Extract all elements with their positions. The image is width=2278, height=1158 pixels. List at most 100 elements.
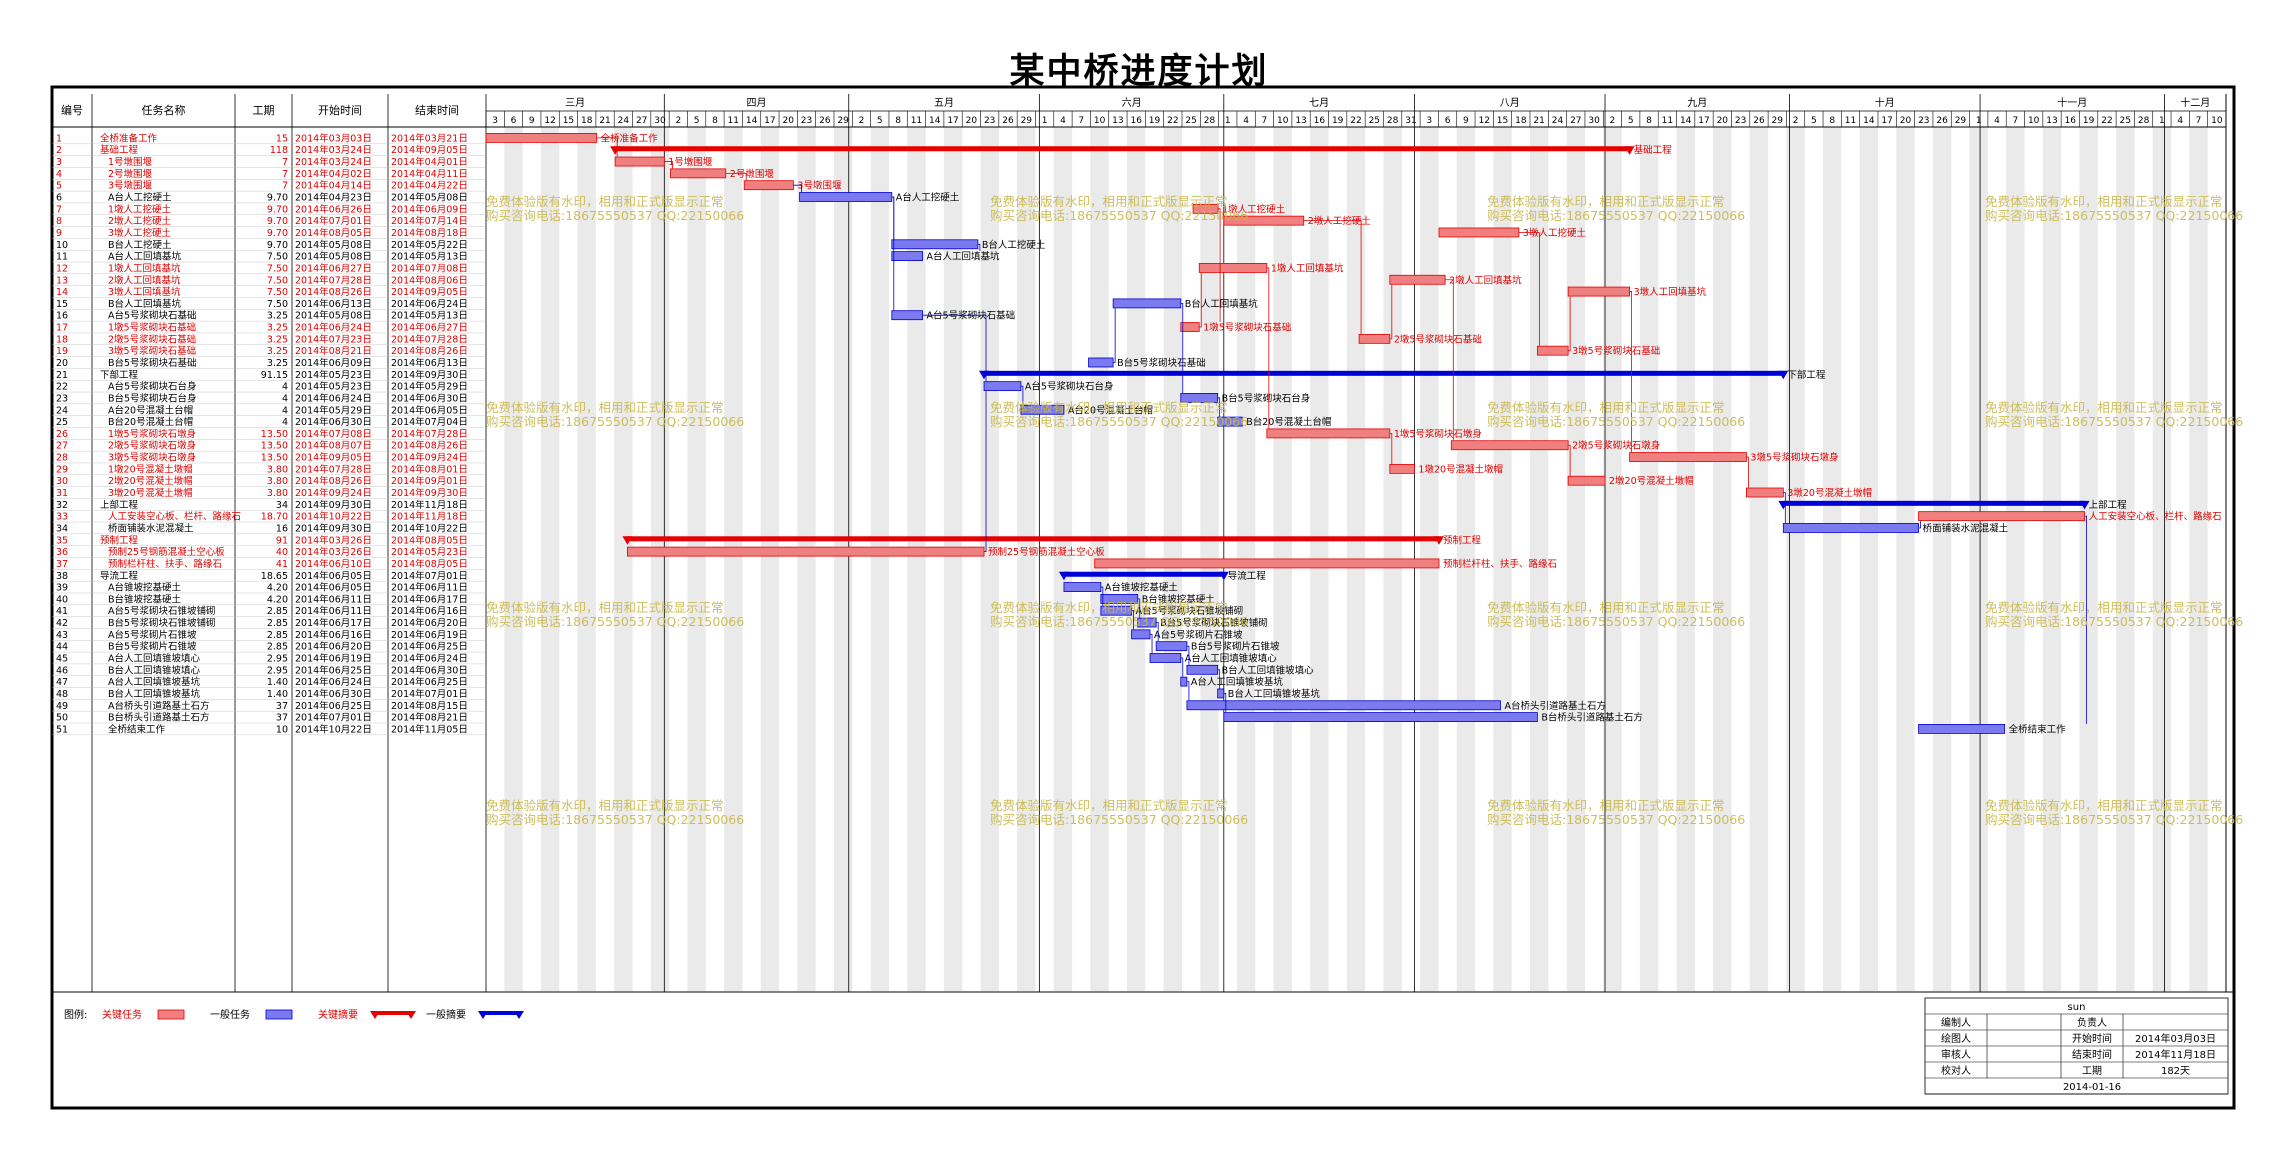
watermark-text: 免费体验版有水印，相用和正式版显示正常 — [1985, 600, 2223, 615]
grid-band — [797, 127, 816, 991]
task-duration: 13.50 — [261, 441, 288, 452]
task-bar — [983, 381, 1022, 392]
day-tick-label: 8 — [895, 116, 901, 126]
info-box-header: sun — [2068, 1002, 2086, 1013]
task-start: 2014年07月01日 — [295, 712, 372, 724]
task-bar — [627, 546, 985, 557]
task-id: 34 — [56, 523, 68, 534]
task-name: 1墩5号浆砌块石墩身 — [108, 428, 196, 440]
task-bar-label: B台锥坡挖基硬土 — [1142, 593, 1216, 605]
task-start: 2014年06月17日 — [295, 617, 372, 629]
task-id: 43 — [56, 630, 68, 641]
day-tick-label: 4 — [1243, 116, 1249, 126]
watermark-text: 购买咨询电话:18675550537 QQ:22150066 — [486, 208, 744, 223]
month-label: 四月 — [747, 97, 767, 109]
day-tick-label: 11 — [1662, 116, 1673, 126]
day-tick-label: 1 — [1225, 116, 1231, 126]
dependency-line — [984, 391, 987, 553]
task-start: 2014年09月30日 — [295, 522, 372, 534]
task-bar — [1266, 428, 1391, 439]
task-bar-label: A台人工回填基坑 — [927, 251, 1000, 263]
task-end: 2014年06月13日 — [391, 357, 468, 369]
task-start: 2014年07月28日 — [295, 463, 372, 475]
task-end: 2014年06月27日 — [391, 322, 468, 334]
task-bar-label: 下部工程 — [1787, 369, 1826, 381]
day-tick-label: 16 — [1314, 116, 1326, 126]
task-bar-label: B台5号浆砌块石锥坡铺砌 — [1160, 617, 1268, 629]
task-bar — [1438, 227, 1520, 238]
task-name: 3墩5号浆砌块石基础 — [108, 345, 196, 357]
task-bar-label: 1墩5号浆砌块石墩身 — [1394, 428, 1482, 440]
task-name: 3墩5号浆砌块石墩身 — [108, 452, 196, 464]
task-name: A台人工回填锥坡基坑 — [108, 676, 200, 688]
day-tick-label: 13 — [1112, 116, 1123, 126]
task-id: 24 — [56, 405, 68, 416]
task-duration: 1.40 — [267, 689, 288, 700]
day-tick-label: 21 — [1533, 116, 1544, 126]
task-name: B台5号浆砌块石锥坡铺砌 — [108, 617, 216, 629]
task-bar — [1186, 700, 1501, 711]
task-bar-label: 1墩5号浆砌块石基础 — [1203, 322, 1291, 334]
task-duration: 18.65 — [261, 571, 288, 582]
task-duration: 91 — [276, 535, 288, 546]
dependency-line — [1199, 272, 1202, 328]
task-bar — [1112, 298, 1182, 309]
task-name: A台5号浆砌片石锥坡 — [108, 629, 197, 641]
day-tick-label: 18 — [1515, 116, 1527, 126]
task-bar-label: 3墩人工挖硬土 — [1523, 227, 1587, 239]
task-bar-label: 预制25号钢筋混凝土空心板 — [988, 546, 1105, 558]
task-end: 2014年09月05日 — [391, 286, 468, 298]
watermark-text: 免费体验版有水印，相用和正式版显示正常 — [486, 600, 724, 615]
task-start: 2014年08月21日 — [295, 345, 372, 357]
day-tick-label: 16 — [2065, 116, 2077, 126]
task-name: 导流工程 — [100, 570, 139, 582]
watermark-text: 购买咨询电话:18675550537 QQ:22150066 — [990, 614, 1248, 629]
day-tick-label: 7 — [1262, 116, 1268, 126]
day-tick-label: 19 — [2083, 116, 2095, 126]
watermark-text: 购买咨询电话:18675550537 QQ:22150066 — [1985, 812, 2243, 827]
watermark-text: 免费体验版有水印，相用和正式版显示正常 — [990, 600, 1228, 615]
task-start: 2014年06月10日 — [295, 558, 372, 570]
task-duration: 2.85 — [267, 630, 288, 641]
legend-item-label: 关键摘要 — [318, 1008, 358, 1021]
task-end: 2014年09月24日 — [391, 452, 468, 464]
task-bar-label: A台人工回填锥坡填心 — [1185, 652, 1277, 664]
dependency-line — [596, 137, 618, 157]
task-bar — [1198, 263, 1268, 273]
task-bar-label: B台人工回填基坑 — [1185, 298, 1259, 310]
task-end: 2014年11月18日 — [391, 499, 468, 511]
grid-band — [614, 127, 633, 991]
task-duration: 7 — [282, 181, 288, 192]
summary-start-marker — [622, 536, 633, 545]
task-name: B台锥坡挖基硬土 — [108, 593, 182, 605]
task-id: 51 — [56, 724, 68, 735]
task-duration: 7.50 — [267, 287, 288, 298]
task-end: 2014年08月21日 — [391, 712, 468, 724]
watermark-text: 购买咨询电话:18675550537 QQ:22150066 — [1487, 414, 1745, 429]
task-name: 预制25号钢筋混凝土空心板 — [108, 546, 225, 558]
task-bar-label: 预制栏杆柱、扶手、路缘石 — [1443, 558, 1557, 570]
day-tick-label: 20 — [782, 116, 794, 126]
summary-end-marker — [1434, 536, 1445, 545]
task-name: A台20号混凝土台帽 — [108, 404, 193, 416]
task-start: 2014年07月28日 — [295, 274, 372, 286]
task-id: 46 — [56, 665, 68, 676]
day-tick-label: 14 — [1863, 116, 1875, 126]
day-tick-label: 29 — [837, 116, 849, 126]
day-tick-label: 17 — [1698, 116, 1709, 126]
task-duration: 9.70 — [267, 193, 288, 204]
task-name: B台20号混凝土台帽 — [108, 416, 193, 428]
legend-swatch — [157, 1009, 185, 1020]
task-id: 31 — [56, 488, 68, 499]
task-bar — [1782, 523, 1919, 533]
task-id: 27 — [56, 441, 68, 452]
day-tick-label: 10 — [1094, 116, 1106, 126]
task-bar-label: 2墩人工挖硬土 — [1308, 215, 1372, 227]
task-name: A台5号浆砌块石基础 — [108, 310, 197, 322]
task-bar-label: 预制工程 — [1443, 534, 1482, 546]
task-bar-label: B台人工回填锥坡填心 — [1222, 664, 1315, 676]
task-start: 2014年09月24日 — [295, 487, 372, 499]
task-bar-label: A台5号浆砌块石台身 — [1025, 381, 1114, 393]
task-duration: 4 — [282, 417, 288, 428]
day-tick-label: 14 — [1680, 116, 1692, 126]
